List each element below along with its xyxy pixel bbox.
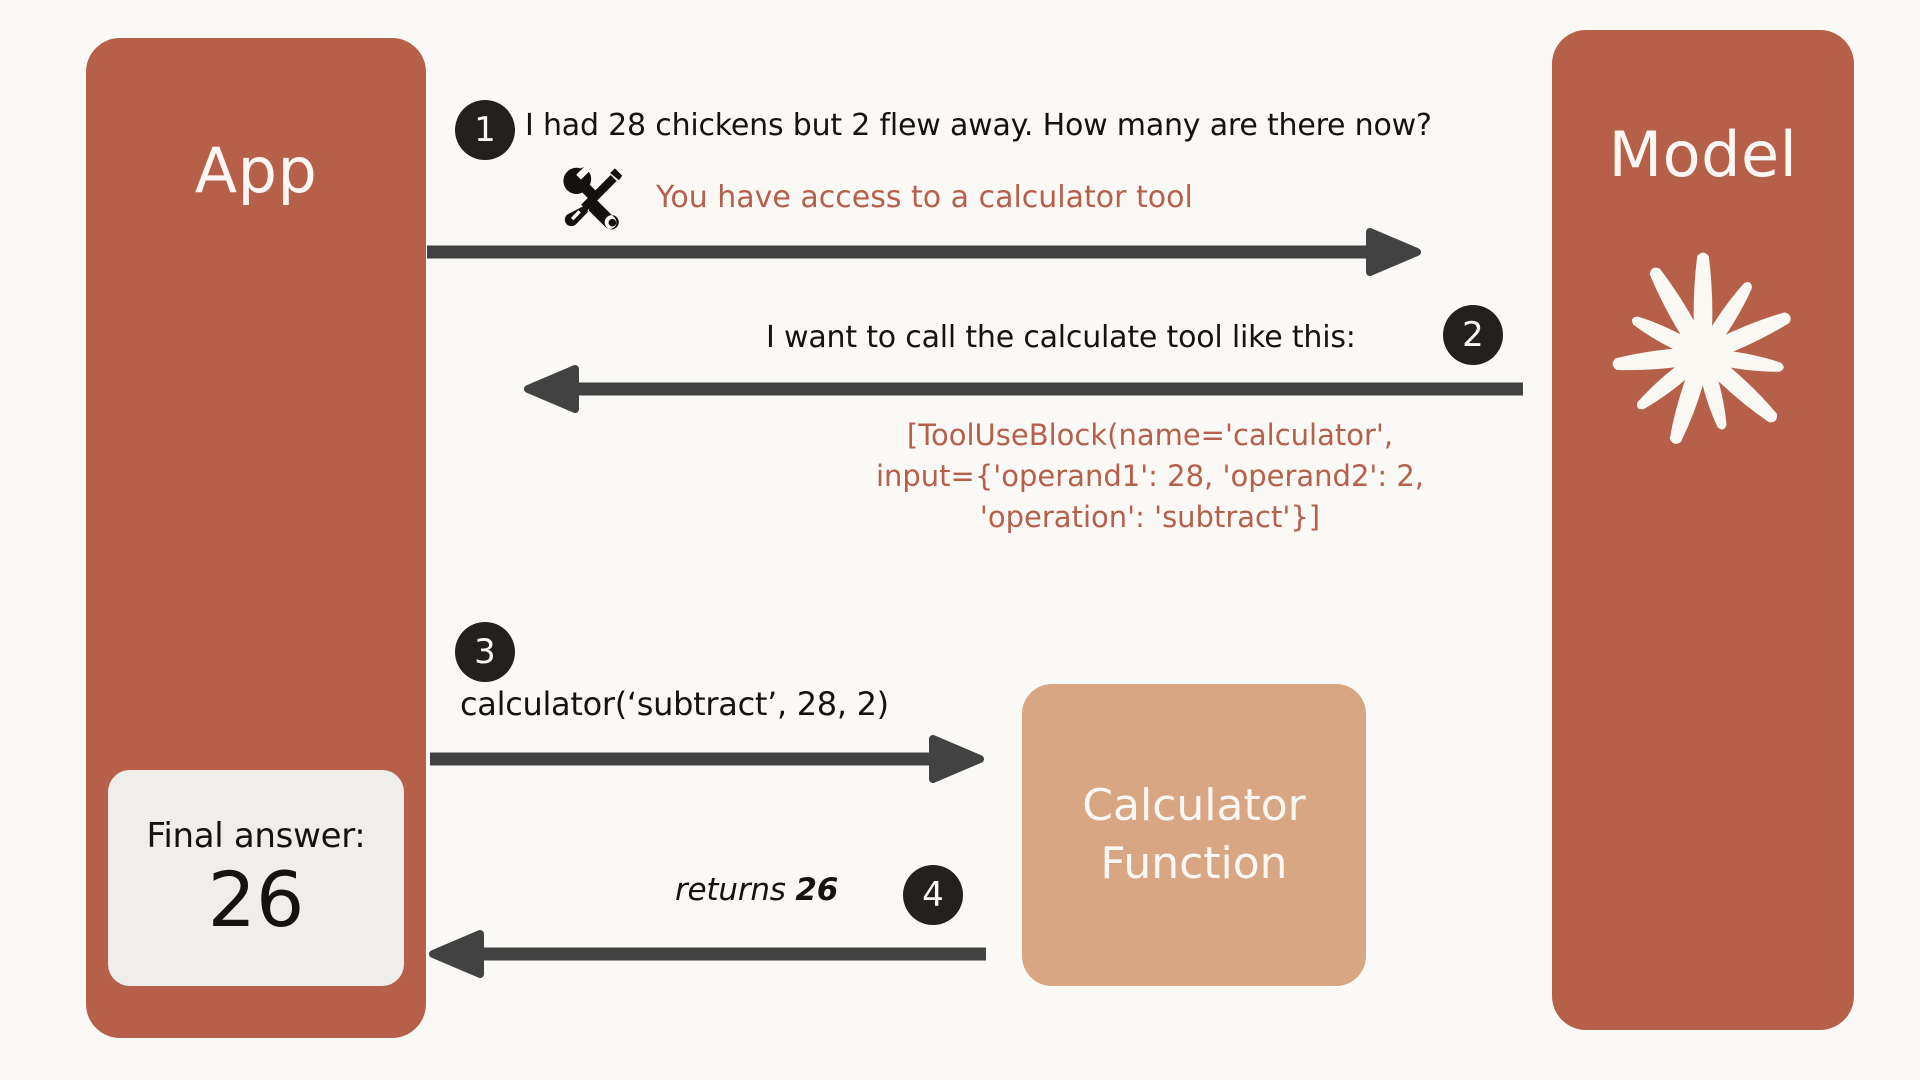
anthropic-starburst-icon: [1612, 252, 1791, 444]
tools-icon: [563, 167, 623, 230]
step-2-tool-use-block: [ToolUseBlock(name='calculator', input={…: [830, 415, 1470, 539]
step-3-message: calculator(‘subtract’, 28, 2): [460, 685, 889, 723]
model-panel: Model: [1552, 30, 1854, 1030]
arrow-model-to-app: [524, 365, 1523, 413]
final-answer-card: Final answer: 26: [108, 770, 404, 986]
step-1-message: I had 28 chickens but 2 flew away. How m…: [525, 108, 1432, 143]
step-4-message-prefix: returns: [675, 872, 796, 908]
final-answer-value: 26: [207, 855, 305, 945]
final-answer-label: Final answer:: [146, 816, 366, 857]
step-4-message: returns 26: [675, 872, 838, 908]
arrow-calculator-to-app: [429, 930, 986, 978]
step-4-message-value: 26: [795, 872, 839, 908]
app-panel-title: App: [194, 134, 318, 207]
calculator-box-line-1: Calculator: [1082, 779, 1306, 831]
arrow-app-to-calculator: [430, 735, 984, 783]
tool-use-block-line-3: 'operation': 'subtract'}]: [979, 500, 1321, 535]
calculator-box-line-2: Function: [1100, 838, 1288, 889]
tool-use-block-line-1: [ToolUseBlock(name='calculator',: [906, 418, 1394, 452]
step-badge-2: 2: [1443, 305, 1503, 365]
step-1-tool-note-text: You have access to a calculator tool: [656, 179, 1193, 215]
calculator-function-box: Calculator Function: [1022, 684, 1366, 986]
arrow-app-to-model: [427, 228, 1421, 276]
tool-use-block-line-2: input={'operand1': 28, 'operand2': 2,: [875, 459, 1425, 494]
step-2-message: I want to call the calculate tool like t…: [766, 320, 1356, 355]
model-panel-title: Model: [1608, 118, 1798, 191]
step-badge-3: 3: [455, 622, 515, 682]
step-1-tool-note: You have access to a calculator tool: [560, 160, 1193, 234]
step-badge-1: 1: [455, 100, 515, 160]
step-badge-4: 4: [903, 865, 963, 925]
